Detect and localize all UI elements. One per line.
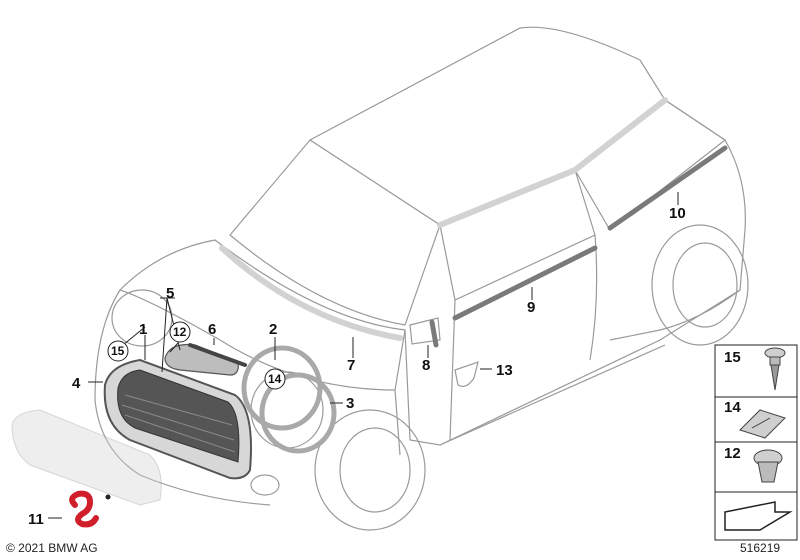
hood-seal-strip: [219, 245, 403, 341]
callout-10: 10: [669, 205, 686, 222]
callout-5: 5: [166, 285, 174, 302]
emblem-11: [69, 490, 111, 528]
hood-scoop: [164, 343, 239, 376]
trim-parts: [219, 97, 728, 388]
headlight-rings: [241, 345, 337, 454]
callout-4: 4: [72, 375, 81, 392]
direction-arrow-icon: [724, 501, 793, 531]
legend-label-12: 12: [724, 445, 741, 462]
legend-label-14: 14: [724, 399, 741, 416]
callouts: 1 2 3 4 5 6 7 8 9 10 11 13 12 14 15: [28, 205, 686, 528]
clip-icon: [739, 409, 786, 439]
roof-rail-trim-10: [607, 145, 728, 231]
pillar-trim-8: [429, 319, 439, 348]
leader-lines: [48, 192, 679, 519]
callout-15: 15: [111, 344, 125, 358]
push-rivet-icon: [753, 449, 783, 483]
side-badge-13: [454, 361, 479, 388]
lower-grille-ghost: [11, 409, 162, 506]
callout-3: 3: [346, 395, 354, 412]
callout-1: 1: [139, 321, 147, 338]
roof-rail-strip: [437, 97, 668, 228]
callout-2: 2: [269, 321, 277, 338]
callout-13: 13: [496, 362, 513, 379]
callout-6: 6: [208, 321, 216, 338]
scoop-strip-6: [188, 343, 247, 367]
headlight-ring-2: [241, 345, 323, 431]
headlight-ring-3: [259, 372, 337, 454]
callout-14: 14: [268, 372, 282, 386]
callout-8: 8: [422, 357, 430, 374]
screw-icon: [764, 347, 786, 391]
legend-label-15: 15: [724, 349, 741, 366]
fastener-legend: 15 14 12: [714, 344, 798, 541]
grille-mesh-1: [117, 369, 240, 463]
grille-assembly: [103, 343, 252, 480]
door-trim-strip-9: [452, 245, 598, 321]
callout-7: 7: [347, 357, 355, 374]
document-number: 516219: [740, 541, 781, 555]
callout-12: 12: [173, 325, 187, 339]
callout-11: 11: [28, 511, 44, 528]
copyright-text: © 2021 BMW AG: [6, 541, 98, 555]
callout-9: 9: [527, 299, 535, 316]
